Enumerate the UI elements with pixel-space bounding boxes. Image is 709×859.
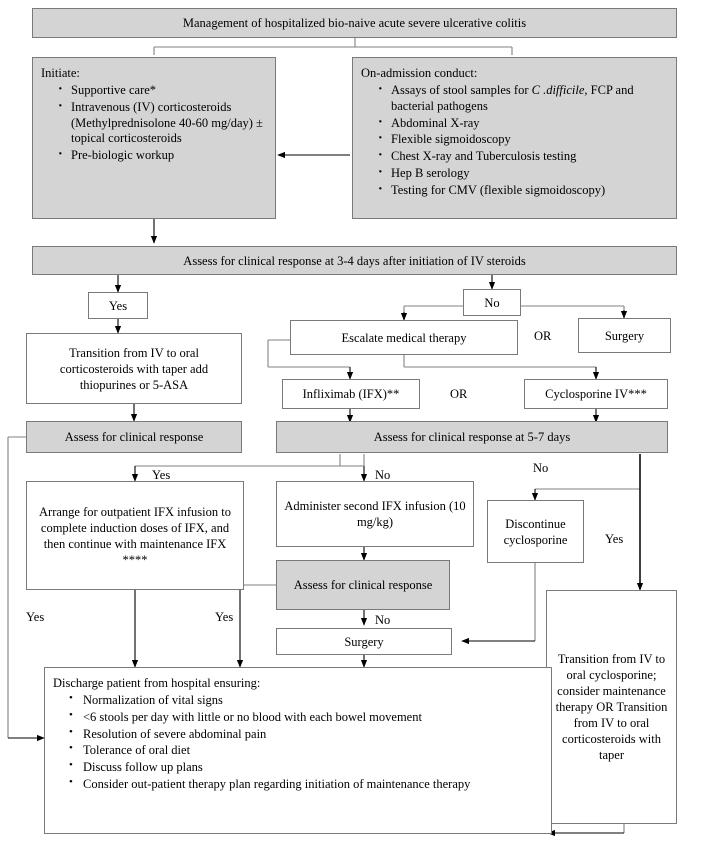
initiate-list: Supportive care* Intravenous (IV) cortic… xyxy=(41,79,267,165)
yes-label-left-lower: Yes xyxy=(26,610,45,624)
transition-oral-steroids-box: Transition from IV to oral corticosteroi… xyxy=(26,333,242,404)
assess-3-4-days-label: Assess for clinical response at 3-4 days… xyxy=(183,253,526,268)
surgery-bottom-label: Surgery xyxy=(344,634,384,649)
on-admission-list: Assays of stool samples for C .difficile… xyxy=(361,79,668,199)
list-item: Testing for CMV (flexible sigmoidoscopy) xyxy=(377,179,668,199)
list-item: Hep B serology xyxy=(377,162,668,182)
assess-3-4-days-box: Assess for clinical response at 3-4 days… xyxy=(32,246,677,275)
list-item: Resolution of severe abdominal pain xyxy=(69,727,470,743)
decision-yes-label: Yes xyxy=(108,298,128,313)
surgery-top-label: Surgery xyxy=(604,328,645,343)
assess-5-7-days-box: Assess for clinical response at 5-7 days xyxy=(276,421,668,453)
yes-label-right: Yes xyxy=(605,532,624,546)
yes-label-center-lower: Yes xyxy=(215,610,234,624)
discontinue-cyclosporine-label: Discontinue cyclosporine xyxy=(503,516,568,547)
arrange-ifx-box: Arrange for outpatient IFX infusion to c… xyxy=(26,481,244,590)
no-label-surgery: No xyxy=(375,613,391,627)
administer-second-ifx-box: Administer second IFX infusion (10 mg/kg… xyxy=(276,481,474,547)
c-difficile-term: C .difficile xyxy=(531,83,585,97)
assess-left-label: Assess for clinical response xyxy=(64,430,204,444)
list-item: Normalization of vital signs xyxy=(69,693,470,709)
discontinue-cyclosporine-box: Discontinue cyclosporine xyxy=(487,500,584,563)
list-item: Intravenous (IV) corticosteroids (Methyl… xyxy=(57,96,267,147)
discharge-box: Discharge patient from hospital ensuring… xyxy=(44,667,552,834)
discharge-header: Discharge patient from hospital ensuring… xyxy=(53,676,261,690)
or-label-2: OR xyxy=(450,387,468,401)
decision-yes-box: Yes xyxy=(88,292,148,319)
list-item: Pre-biologic workup xyxy=(57,144,267,164)
no-label-mid: No xyxy=(375,468,391,482)
discharge-list: Normalization of vital signs <6 stools p… xyxy=(53,693,470,794)
arrange-ifx-label: Arrange for outpatient IFX infusion to c… xyxy=(39,504,231,567)
surgery-top-box: Surgery xyxy=(578,318,671,353)
chart-title-box: Management of hospitalized bio-naive acu… xyxy=(32,8,677,38)
surgery-bottom-box: Surgery xyxy=(276,628,452,655)
decision-no-box: No xyxy=(463,289,521,316)
list-item: Abdominal X-ray xyxy=(377,112,668,132)
cyclosporine-iv-box: Cyclosporine IV*** xyxy=(524,379,668,409)
escalate-therapy-box: Escalate medical therapy xyxy=(290,320,518,355)
on-admission-box: On-admission conduct: Assays of stool sa… xyxy=(352,57,677,219)
list-item: Supportive care* xyxy=(57,79,267,99)
assess-clinical-response-mid-box: Assess for clinical response xyxy=(276,560,450,610)
page-title: Management of hospitalized bio-naive acu… xyxy=(182,16,527,30)
transition-right-label: Transition from IV to oral cyclosporine;… xyxy=(555,652,668,762)
list-item: <6 stools per day with little or no bloo… xyxy=(69,710,470,726)
yes-label-mid: Yes xyxy=(152,468,171,482)
assess-mid-label: Assess for clinical response xyxy=(293,578,433,592)
infliximab-label: Infliximab (IFX)** xyxy=(302,387,400,401)
no-label-right: No xyxy=(533,461,549,475)
assess-clinical-response-left-box: Assess for clinical response xyxy=(26,421,242,453)
list-item: Consider out-patient therapy plan regard… xyxy=(69,777,470,793)
escalate-therapy-label: Escalate medical therapy xyxy=(341,330,467,345)
list-item: Chest X-ray and Tuberculosis testing xyxy=(377,145,668,165)
list-item: Discuss follow up plans xyxy=(69,760,470,776)
on-admission-header: On-admission conduct: xyxy=(361,66,478,80)
list-item: Flexible sigmoidoscopy xyxy=(377,128,668,148)
assess-5-7-days-label: Assess for clinical response at 5-7 days xyxy=(373,430,571,444)
initiate-box: Initiate: Supportive care* Intravenous (… xyxy=(32,57,276,219)
list-item: Assays of stool samples for C .difficile… xyxy=(377,79,668,115)
list-item: Tolerance of oral diet xyxy=(69,743,470,759)
or-label-1: OR xyxy=(534,329,552,343)
transition-right-box: Transition from IV to oral cyclosporine;… xyxy=(546,590,677,824)
decision-no-label: No xyxy=(484,295,500,310)
transition-oral-steroids-label: Transition from IV to oral corticosteroi… xyxy=(59,345,209,392)
administer-second-ifx-label: Administer second IFX infusion (10 mg/kg… xyxy=(284,499,466,529)
infliximab-box: Infliximab (IFX)** xyxy=(282,379,420,409)
initiate-header: Initiate: xyxy=(41,66,80,80)
cyclosporine-iv-label: Cyclosporine IV*** xyxy=(545,387,647,401)
